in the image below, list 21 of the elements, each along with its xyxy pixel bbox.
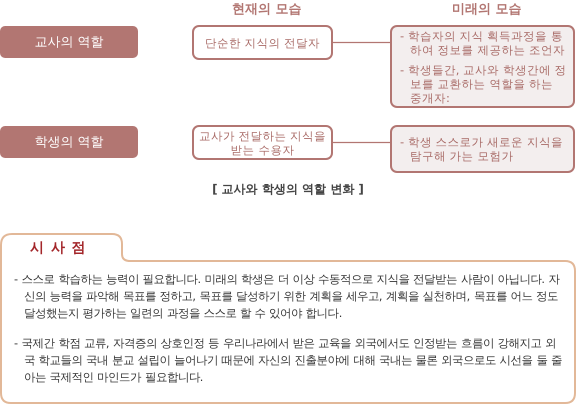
description-text: 단순한 지식의 전달자	[204, 36, 320, 50]
current-role-box	[192, 125, 333, 160]
column-heading: 미래의 모습	[452, 1, 522, 18]
column-heading: 현재의 모습	[232, 1, 302, 18]
bullet-text: - 학생들간, 교사와 학생간에 정보를 교환하는 역할을 하는 중개자:	[400, 62, 567, 104]
bullet-text: - 학습자의 지식 획득과정을 통하여 정보를 제공하는 조언자	[400, 28, 566, 56]
future-role-box	[390, 125, 575, 173]
role-label: 학생의 역할	[34, 134, 104, 151]
role-label: 교사의 역할	[34, 34, 104, 51]
panel-heading: 시 사 점	[30, 239, 86, 257]
current-role-box	[192, 25, 333, 60]
description-text: 교사가 전달하는 지식을 받는 수용자	[198, 128, 328, 156]
paragraph-text: - 스스로 학습하는 능력이 필요합니다. 미래의 학생은 더 이상 수동적으로 지식을 전달받는 사람이 아닙니다. 자신의 능력을 파악해 목표를 정하고, 목표를 달성하기 위한 계획을 세우고, 계획을 실천하며, 목표를 어느 정도 달성했는지 평가하는 일련의 과정을 스스로 할 수 있어야 합니다.	[14, 272, 561, 322]
figure-caption: [ 교사와 학생의 역할 변화 ]	[211, 181, 365, 198]
paragraph-text: - 국제간 학점 교류, 자격증의 상호인정 등 우리나라에서 받은 교육을 외국에서도 인정받는 흐름이 강해지고 외국 학교들의 국내 분교 설립이 늘어나기 때문에 자신의 진출분야에 대해 국내는 물론 외국으로도 시선을 둘 줄 아는 국제적인 마인드가 필요합니다.	[14, 336, 563, 386]
connector-line	[333, 142, 390, 144]
future-role-box	[390, 25, 575, 108]
role-box	[0, 26, 138, 58]
bullet-text: - 학생 스스로가 새로운 지식을 탐구해 가는 모험가	[400, 135, 564, 163]
connector-line	[333, 42, 390, 44]
role-box	[0, 126, 138, 158]
